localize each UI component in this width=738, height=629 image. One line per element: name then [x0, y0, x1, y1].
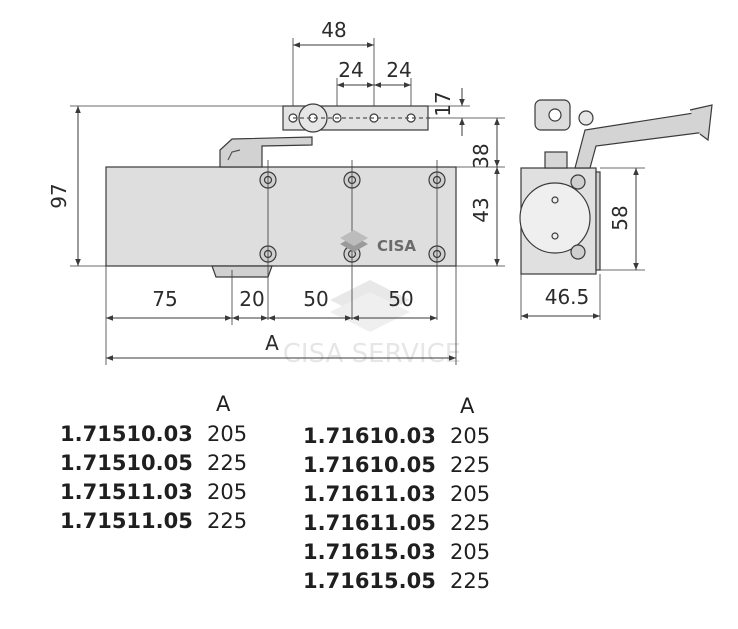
table-header-a: A — [460, 394, 475, 418]
dim-total-height: 97 — [47, 183, 71, 208]
model-code: 1.71510.03 — [60, 422, 193, 446]
model-code: 1.71511.05 — [60, 509, 193, 533]
model-code: 1.71611.03 — [303, 482, 436, 506]
dim-bottom-50a: 50 — [303, 287, 328, 311]
model-code: 1.71615.05 — [303, 569, 436, 593]
dim-length: A — [265, 331, 279, 355]
model-value: 205 — [207, 480, 248, 504]
dim-upper-height: 38 — [469, 143, 493, 168]
closer-foot — [211, 265, 273, 278]
arm-bracket — [219, 136, 313, 168]
dimension-labels: 48 24 24 17 97 38 43 58 46.5 75 20 50 50… — [47, 18, 632, 355]
model-value: 225 — [207, 509, 248, 533]
dim-body-height: 43 — [469, 197, 493, 222]
model-value: 225 — [450, 511, 491, 535]
model-code: 1.71510.05 — [60, 451, 193, 475]
dim-bottom-20: 20 — [239, 287, 264, 311]
table-header-a: A — [216, 392, 231, 416]
dim-bottom-75: 75 — [152, 287, 177, 311]
dim-top-width: 48 — [321, 18, 346, 42]
side-arm — [574, 111, 707, 169]
model-code: 1.71615.03 — [303, 540, 436, 564]
model-value: 205 — [450, 482, 491, 506]
model-value: 225 — [450, 569, 491, 593]
side-pinion — [519, 182, 591, 254]
model-value: 205 — [450, 540, 491, 564]
model-code: 1.71611.05 — [303, 511, 436, 535]
model-code: 1.71610.05 — [303, 453, 436, 477]
dim-side-depth: 46.5 — [545, 285, 590, 309]
front-view — [105, 103, 457, 365]
dim-bottom-50b: 50 — [388, 287, 413, 311]
cisa-logo: CISA — [340, 230, 416, 255]
closer-body — [105, 166, 457, 267]
watermark-logo — [330, 280, 410, 332]
dim-arm-height: 17 — [431, 91, 455, 116]
model-value: 205 — [450, 424, 491, 448]
dimension-lines — [70, 38, 645, 361]
dim-top-half-left: 24 — [338, 58, 363, 82]
model-value: 205 — [207, 422, 248, 446]
dim-side-height: 58 — [608, 205, 632, 230]
watermark: CISA SERVICE — [283, 280, 461, 369]
side-view — [519, 99, 713, 320]
model-code: 1.71610.03 — [303, 424, 436, 448]
model-value: 225 — [207, 451, 248, 475]
brand-label: CISA — [377, 237, 416, 255]
model-value: 225 — [450, 453, 491, 477]
dim-top-half-right: 24 — [386, 58, 411, 82]
model-code: 1.71511.03 — [60, 480, 193, 504]
watermark-text: CISA SERVICE — [283, 339, 461, 369]
